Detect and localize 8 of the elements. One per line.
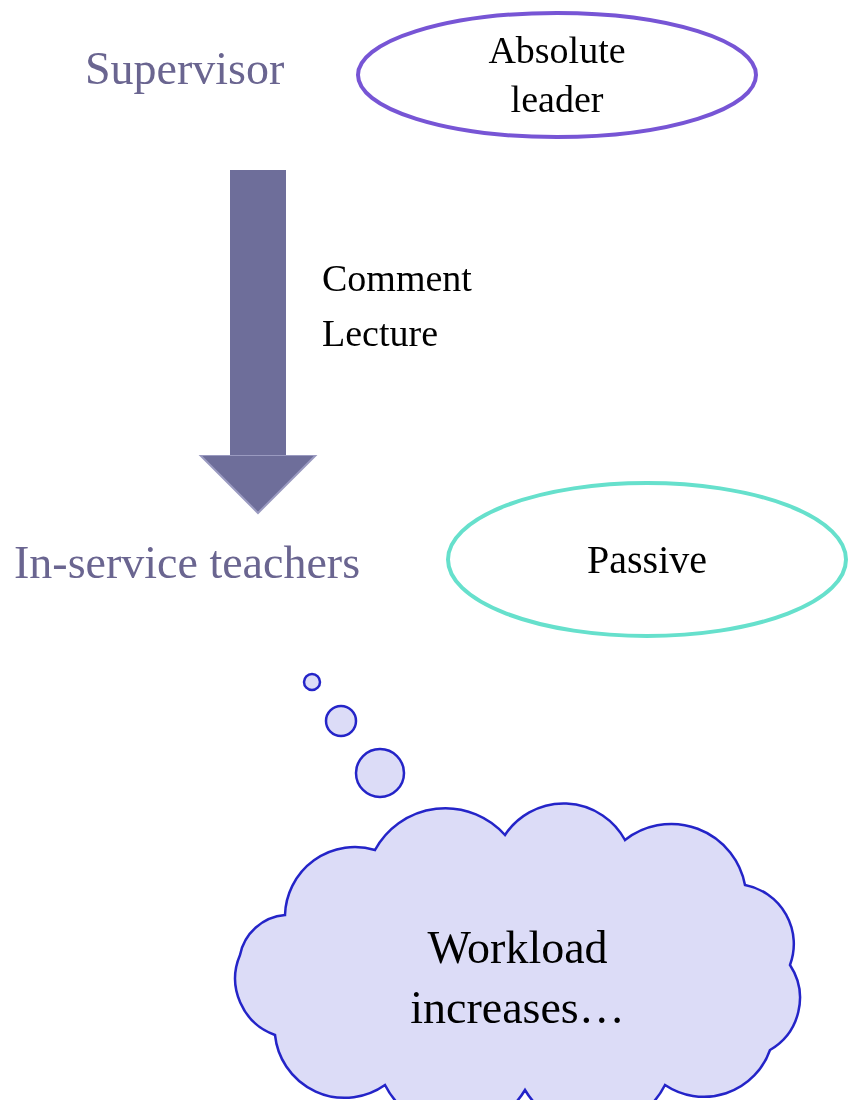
node-label: Workload increases… bbox=[409, 920, 626, 1035]
node-label: Absolute leader bbox=[487, 27, 627, 122]
oval-shape bbox=[445, 480, 849, 639]
node-label: Passive bbox=[586, 535, 708, 584]
block-arrow bbox=[199, 170, 317, 514]
oval-shape bbox=[355, 10, 759, 140]
role-label: Supervisor bbox=[85, 44, 325, 104]
role-label: In-service teachers bbox=[14, 538, 424, 598]
